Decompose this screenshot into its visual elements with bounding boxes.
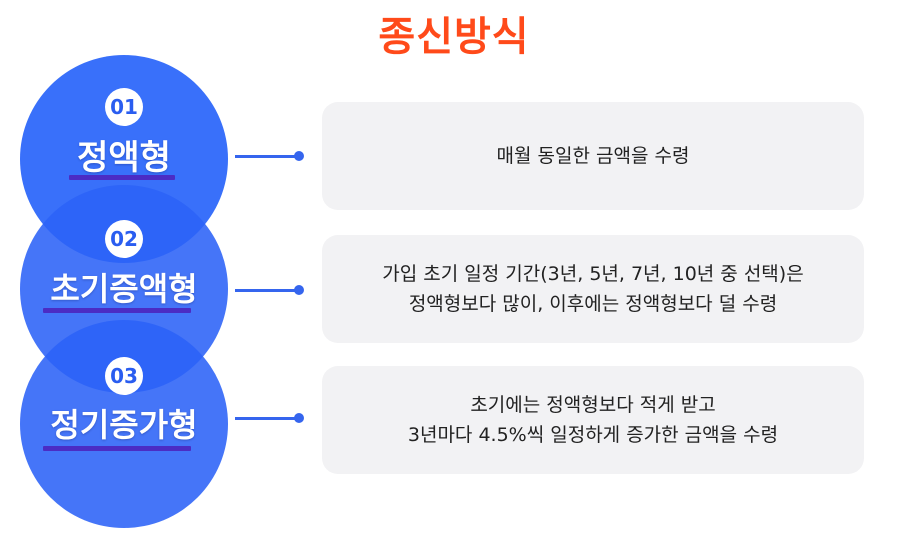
description-line: 초기에는 정액형보다 적게 받고 <box>470 394 716 416</box>
page-title: 종신방식 <box>378 14 530 60</box>
type-underline-1 <box>69 175 175 180</box>
type-underline-2 <box>43 308 191 313</box>
connector-dot-2 <box>294 285 304 295</box>
description-box-3: 초기에는 정액형보다 적게 받고 3년마다 4.5%씩 일정하게 증가한 금액을… <box>322 366 864 474</box>
type-label-3: 정기증가형 <box>50 406 198 444</box>
connector-line-3 <box>235 417 297 420</box>
description-line: 가입 초기 일정 기간(3년, 5년, 7년, 10년 중 선택)은 <box>382 263 804 285</box>
number-badge-1: 01 <box>105 88 143 126</box>
description-line: 정액형보다 많이, 이후에는 정액형보다 덜 수령 <box>408 293 778 315</box>
connector-line-1 <box>235 155 297 158</box>
type-label-2: 초기증액형 <box>50 270 198 308</box>
description-line: 매월 동일한 금액을 수령 <box>496 145 690 167</box>
connector-dot-1 <box>294 151 304 161</box>
number-badge-3: 03 <box>105 357 143 395</box>
number-badge-2: 02 <box>105 220 143 258</box>
type-underline-3 <box>43 446 191 451</box>
connector-dot-3 <box>294 413 304 423</box>
circle-3 <box>20 320 228 528</box>
connector-line-2 <box>235 289 297 292</box>
description-box-1: 매월 동일한 금액을 수령 <box>322 102 864 210</box>
type-label-1: 정액형 <box>77 138 171 178</box>
description-box-2: 가입 초기 일정 기간(3년, 5년, 7년, 10년 중 선택)은 정액형보다… <box>322 235 864 343</box>
description-line: 3년마다 4.5%씩 일정하게 증가한 금액을 수령 <box>407 424 779 446</box>
